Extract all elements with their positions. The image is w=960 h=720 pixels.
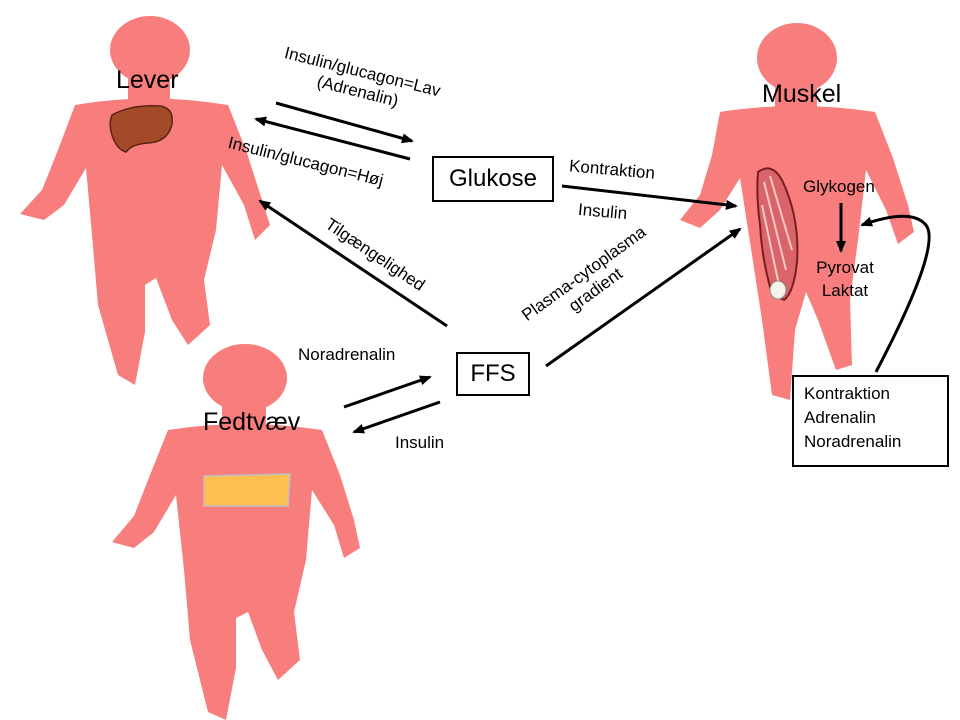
glucose-muscle-insulin-text: Insulin: [577, 199, 628, 224]
stimulus-noradrenaline: Noradrenalin: [804, 432, 902, 451]
liver-body-figure: [20, 16, 270, 385]
lactate-text: Laktat: [821, 281, 869, 300]
fat-tissue-band: [203, 473, 291, 507]
arrow-ffa-to-liver: [258, 199, 448, 328]
arrow-stimuli-to-glycogen: [860, 214, 931, 373]
adipose-insulin-text: Insulin: [395, 433, 445, 452]
muscle-organ-icon: [756, 167, 799, 302]
arrow-liver-to-glucose: [275, 101, 414, 144]
adipose-body-figure: [112, 344, 360, 720]
noradrenaline-text: Noradrenalin: [298, 345, 396, 364]
arrow-ffa-to-adipose: [352, 400, 441, 434]
liver-label: Lever: [116, 66, 179, 94]
muscle-label: Muskel: [762, 80, 842, 108]
arrow-adipose-to-ffa: [343, 375, 432, 409]
arrows: [254, 101, 931, 434]
muscle-stimuli-box: Kontraktion Adrenalin Noradrenalin: [792, 375, 949, 467]
liver-organ-icon: [109, 104, 173, 153]
stimulus-contraction: Kontraktion: [804, 384, 890, 403]
glucose-box: Glukose: [432, 156, 554, 202]
arrow-glucose-to-liver: [254, 116, 411, 161]
pyruvate-text: Pyrovat: [816, 258, 874, 277]
arrow-glucose-to-muscle: [561, 184, 738, 210]
stimulus-adrenaline: Adrenalin: [804, 408, 876, 427]
adipose-label: Fedtvæv: [203, 408, 301, 436]
ffa-box: FFS: [456, 352, 530, 396]
glycogen-text: Glykogen: [803, 177, 875, 196]
pyruvate-lactate-label: Pyrovat Laktat: [800, 256, 890, 302]
arrow-ffa-to-muscle: [545, 227, 742, 368]
